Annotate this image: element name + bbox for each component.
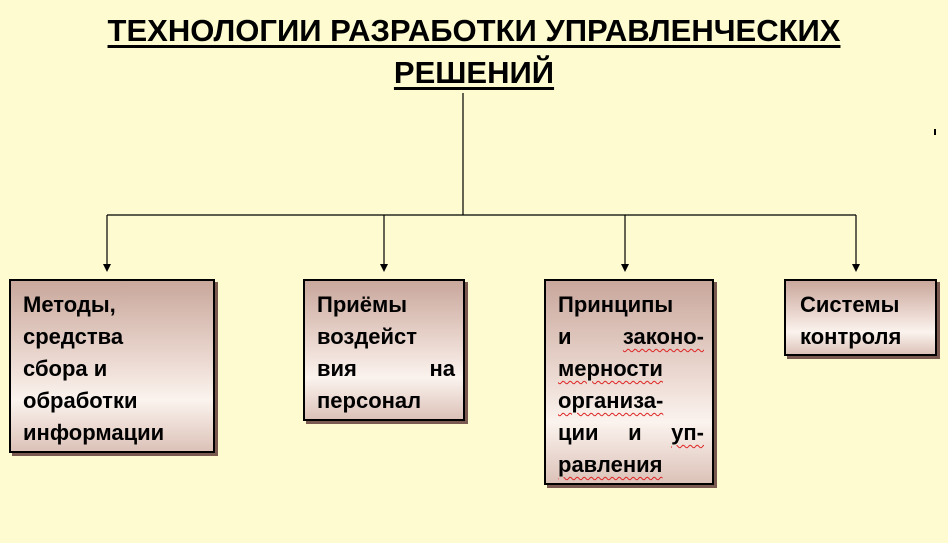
box-methods: Методы, средства сбора и обработки инфор… <box>9 279 215 453</box>
box-text-line: средства <box>23 324 124 349</box>
box-text-line: вия на <box>317 353 455 385</box>
box-text-line: персонал <box>317 388 422 413</box>
box-text-line: мерности <box>558 356 663 381</box>
box-text-line: сбора и <box>23 356 108 381</box>
box-text-line: Приёмы <box>317 292 408 317</box>
box-word: уп- <box>671 420 704 445</box>
edge-mark <box>934 129 936 135</box>
arrowhead-2 <box>380 264 388 272</box>
box-text-line: воздейст <box>317 324 418 349</box>
box-text-line: обработки <box>23 388 138 413</box>
box-word: законо- <box>622 324 704 349</box>
title-line-2: РЕШЕНИЙ <box>393 55 555 90</box>
arrowhead-4 <box>852 264 860 272</box>
box-text-line: Принципы <box>558 292 674 317</box>
diagram-title: ТЕХНОЛОГИИ РАЗРАБОТКИ УПРАВЛЕНЧЕСКИХ РЕШ… <box>0 10 948 94</box>
box-word: вия <box>317 356 357 381</box>
box-text-line: равления <box>558 452 663 477</box>
box-techniques: Приёмы воздейст вия на персонал <box>303 279 465 421</box>
box-text-line: организа- <box>558 388 664 413</box>
box-text-line: Методы, <box>23 292 116 317</box>
box-word: и <box>558 324 572 349</box>
box-word: ции <box>558 420 599 445</box>
box-word: на <box>429 356 455 381</box>
box-text-line: контроля <box>800 324 902 349</box>
box-principles: Принципы и законо- мерности организа- ции… <box>544 279 714 485</box>
box-text-line: информации <box>23 420 165 445</box>
box-control-systems: Системы контроля <box>784 279 937 356</box>
arrowhead-1 <box>103 264 111 272</box>
box-text-line: и законо- <box>558 321 704 353</box>
box-word: и <box>628 420 642 445</box>
title-line-1: ТЕХНОЛОГИИ РАЗРАБОТКИ УПРАВЛЕНЧЕСКИХ <box>107 13 841 48</box>
arrowhead-3 <box>621 264 629 272</box>
box-text-line: ции и уп- <box>558 417 704 449</box>
box-text-line: Системы <box>800 292 900 317</box>
